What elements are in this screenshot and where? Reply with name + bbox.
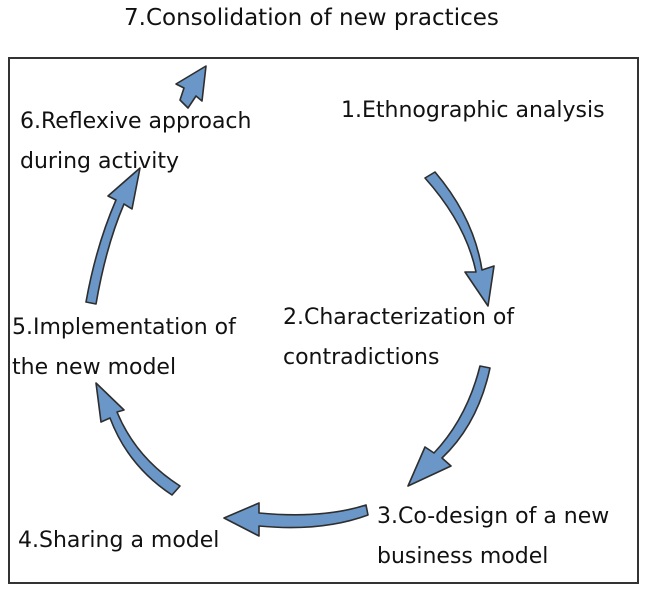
title-step7: 7.Consolidation of new practices xyxy=(124,5,499,31)
step5-label: 5.Implementation of the new model xyxy=(12,315,236,380)
step4-label: 4.Sharing a model xyxy=(18,528,220,553)
step1-label: 1.Ethnographic analysis xyxy=(341,98,605,123)
arrow-step2-to-step3 xyxy=(407,365,491,487)
step6-label: 6.Reflexive approach during activity xyxy=(20,109,252,174)
arrow-step1-to-step2 xyxy=(424,171,495,307)
arrow-step6-to-step7 xyxy=(175,65,207,109)
step3-label: 3.Co-design of a new business model xyxy=(377,504,610,569)
arrow-step4-to-step5 xyxy=(95,382,181,496)
arrow-step5-to-step6 xyxy=(85,167,141,305)
step2-label: 2.Characterization of contradictions xyxy=(283,305,515,370)
diagram-frame xyxy=(8,57,639,584)
arrow-step3-to-step4 xyxy=(223,502,369,537)
